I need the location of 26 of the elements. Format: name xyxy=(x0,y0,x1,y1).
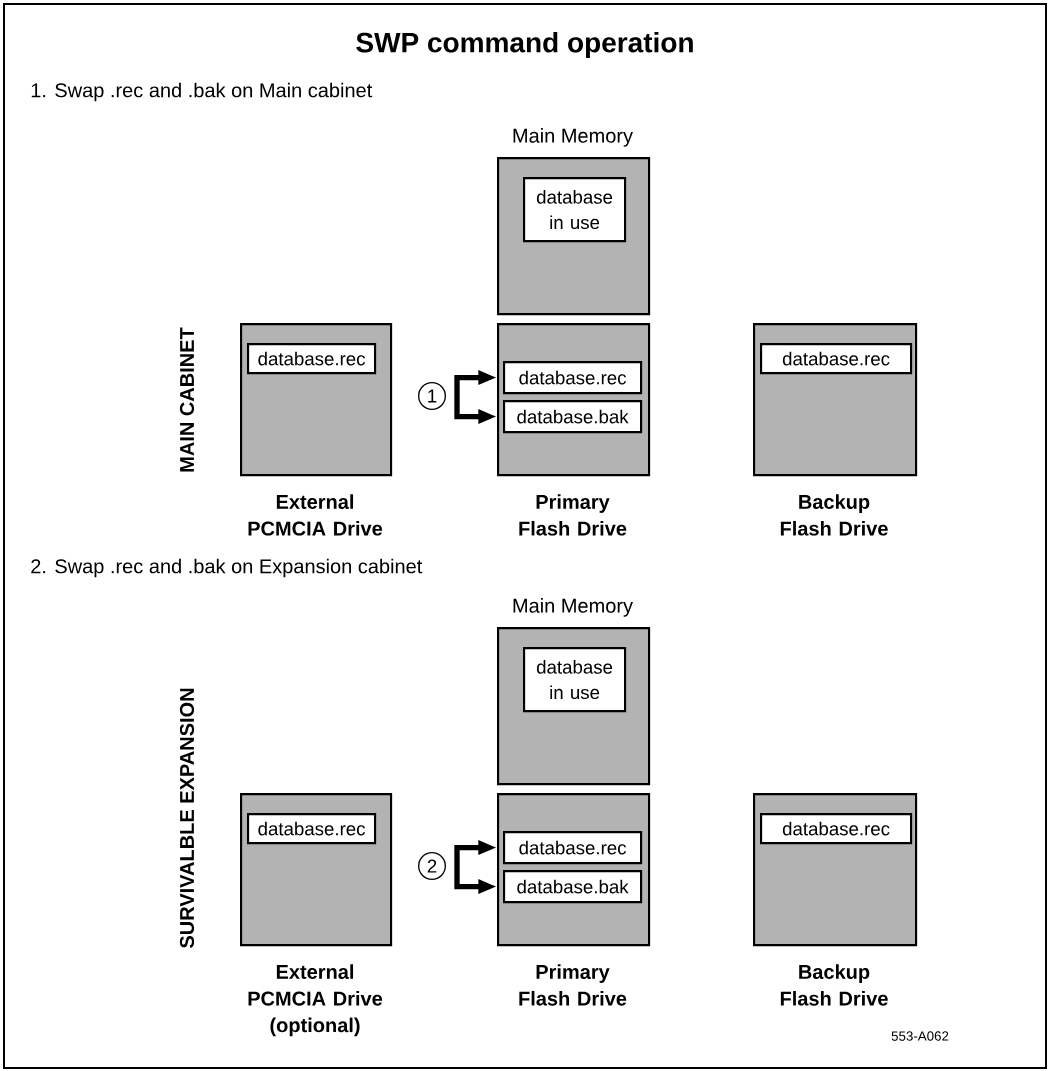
file-box: database.rec xyxy=(247,343,377,375)
step-number: 1 xyxy=(418,382,446,410)
box-heading: Main Memory xyxy=(513,598,633,617)
drive-caption: Primary Flash Drive xyxy=(519,964,627,1006)
title: SWP command operation xyxy=(356,31,693,59)
file-box: database.rec xyxy=(503,361,643,395)
drive-caption: Backup Flash Drive xyxy=(780,494,888,536)
step-heading: 2. Swap .rec and .bak on Expansion cabinet xyxy=(31,558,423,578)
drive-caption: External PCMCIA Drive xyxy=(248,494,383,536)
figure-code: 553-A062 xyxy=(891,1031,949,1041)
box-heading: Main Memory xyxy=(513,128,633,147)
file-box: database in use xyxy=(523,647,627,713)
file-box: database.rec xyxy=(760,813,913,845)
step-number: 2 xyxy=(418,852,446,880)
drive-caption: Backup Flash Drive xyxy=(780,964,888,1006)
drive-caption: External PCMCIA Drive (optional) xyxy=(248,964,383,1037)
file-box: database.rec xyxy=(503,831,643,865)
drive-caption: Primary Flash Drive xyxy=(519,494,627,536)
step-heading: 1. Swap .rec and .bak on Main cabinet xyxy=(31,82,373,102)
file-box: database.rec xyxy=(760,343,913,375)
file-box: database.bak xyxy=(503,870,643,904)
file-box: database.bak xyxy=(503,400,643,434)
file-box: database in use xyxy=(523,177,627,243)
cabinet-label: SURVIVALBLE EXPANSION xyxy=(179,688,195,948)
file-box: database.rec xyxy=(247,813,377,845)
cabinet-label: MAIN CABINET xyxy=(179,327,195,472)
